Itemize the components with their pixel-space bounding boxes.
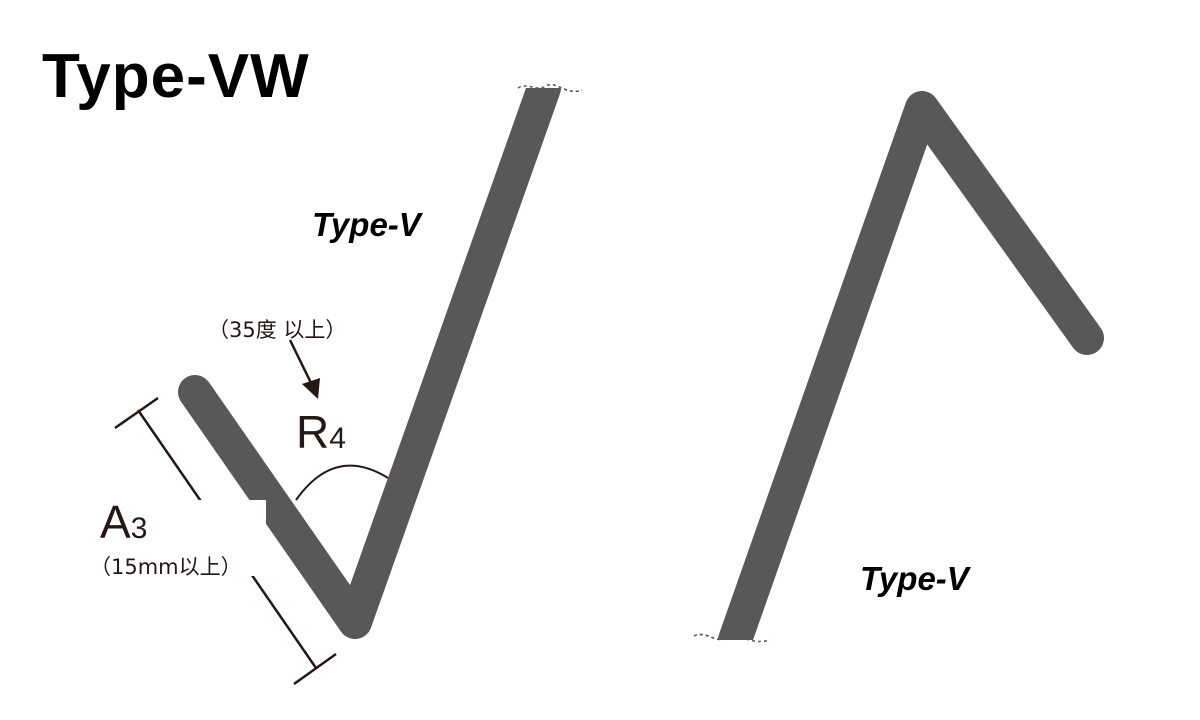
radius-label: R4 bbox=[296, 406, 346, 458]
bottom-end-mask bbox=[700, 640, 780, 670]
top-break-mark-overlay bbox=[517, 83, 583, 93]
angle-arrow bbox=[288, 339, 320, 399]
bottom-break-mark-overlay bbox=[693, 633, 771, 643]
radius-sub: 4 bbox=[329, 422, 346, 455]
length-sub: 3 bbox=[131, 512, 148, 545]
length-label: A3 bbox=[100, 496, 147, 548]
left-v-bar bbox=[178, 71, 561, 639]
right-type-label: Type-V bbox=[860, 560, 972, 597]
left-type-label: Type-V bbox=[312, 206, 424, 243]
angle-note: （35度 以上） bbox=[208, 318, 346, 342]
angle-arc bbox=[295, 464, 389, 501]
radius-main: R bbox=[296, 406, 329, 458]
length-note: （15mm以上） bbox=[90, 555, 242, 579]
right-v-bar bbox=[718, 91, 1104, 657]
page-title: Type-VW bbox=[42, 42, 310, 111]
dimension-gap bbox=[196, 500, 266, 576]
top-end-mask bbox=[510, 58, 590, 88]
length-main: A bbox=[100, 496, 131, 548]
